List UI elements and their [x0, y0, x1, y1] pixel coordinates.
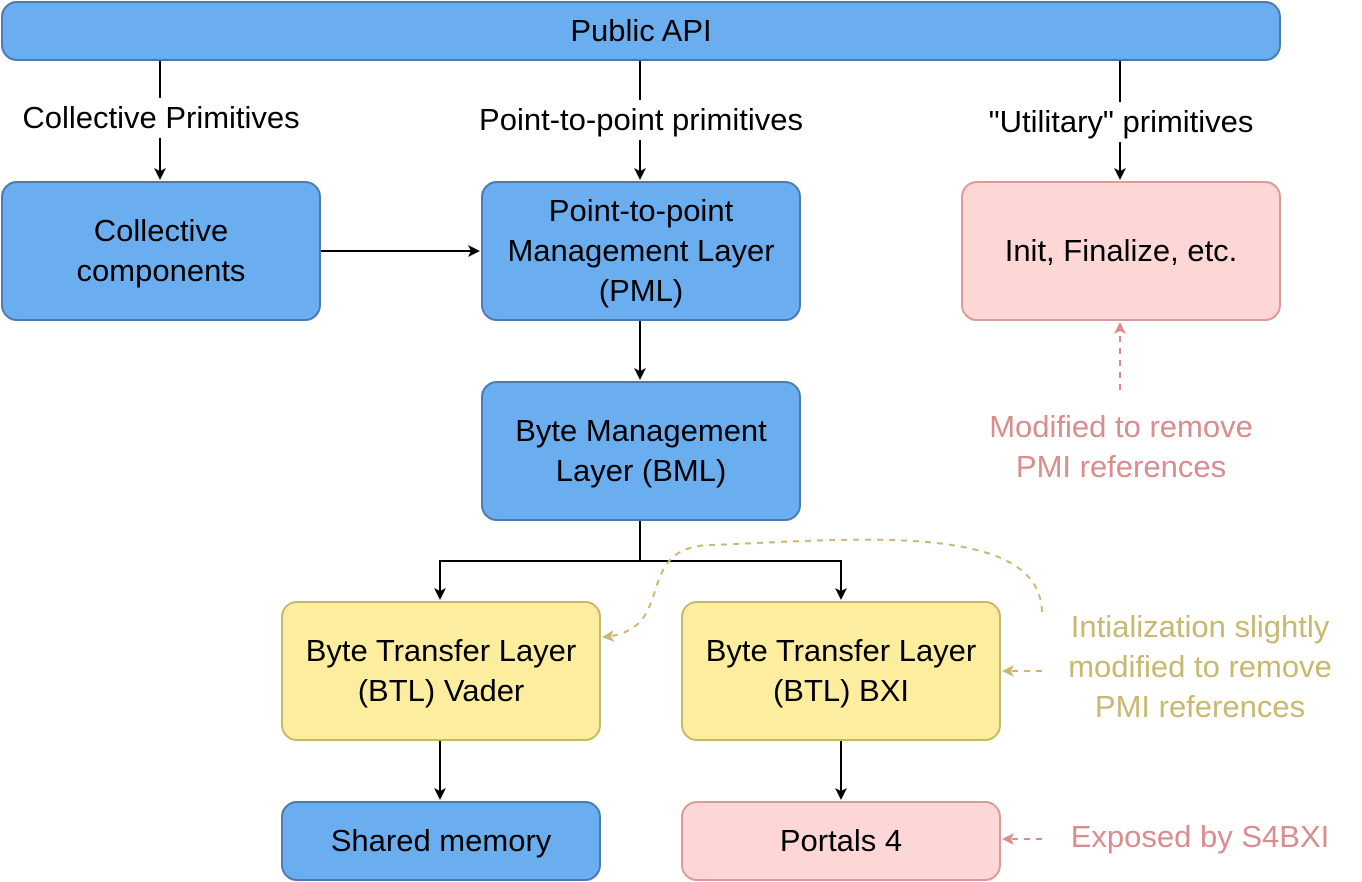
exposed-s4bxi-note: Exposed by S4BXI [1070, 819, 1330, 854]
btl-bxi-box: Byte Transfer Layer (BTL) BXI [681, 601, 1001, 741]
portals4-box: Portals 4 [681, 801, 1001, 881]
bml-box: Byte Management Layer (BML) [481, 381, 801, 521]
shared-memory-box: Shared memory [281, 801, 601, 881]
collective-primitives-label: Collective Primitives [0, 98, 322, 138]
public-api-box: Public API [1, 1, 1281, 61]
p2p-primitives-label: Point-to-point primitives [460, 100, 822, 140]
btl-vader-box: Byte Transfer Layer (BTL) Vader [281, 601, 601, 741]
pml-box: Point-to-point Management Layer (PML) [481, 181, 801, 321]
init-modified-note: Intialization slightly modified to remov… [1068, 609, 1332, 724]
edge-note-to-vader [602, 538, 1043, 643]
init-finalize-box: Init, Finalize, etc. [961, 181, 1281, 321]
modified-pmi-note: Modified to remove PMI references [989, 409, 1253, 484]
utilitary-primitives-label: "Utilitary" primitives [960, 102, 1282, 142]
edge-bml-to-btls [434, 521, 641, 600]
collective-components-box: Collective components [1, 181, 321, 321]
